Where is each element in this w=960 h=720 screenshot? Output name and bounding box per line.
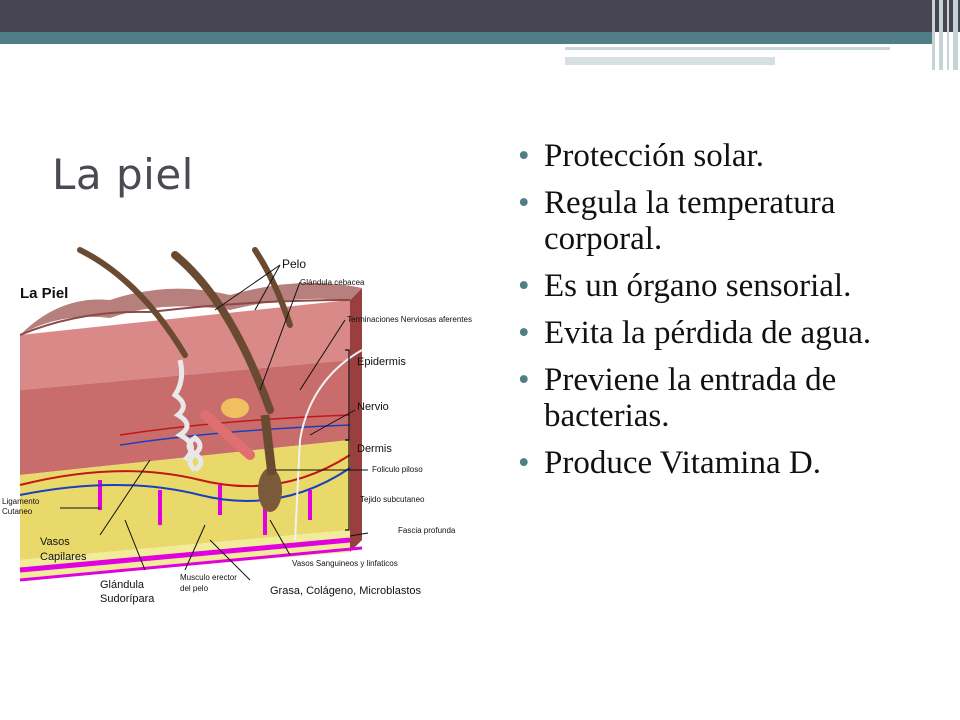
slide-title: La piel	[52, 150, 194, 199]
blood-vessel	[19, 454, 351, 488]
bullet-list: • Protección solar. • Regula la temperatur…	[518, 138, 948, 492]
bullet-icon: •	[518, 315, 530, 351]
bullet-icon: •	[518, 445, 530, 481]
label-ligamento: Ligamento	[2, 497, 40, 506]
label-pelo: Pelo	[282, 257, 306, 271]
fascia-line	[19, 537, 351, 573]
nerve	[294, 349, 363, 541]
vessel-stubs	[98, 480, 312, 535]
label-glandula-sudoripara: Glándula	[100, 579, 145, 591]
fascia-line	[19, 546, 363, 582]
label-vasos-capilares: Capilares	[40, 551, 87, 563]
label-glandula-cebacea: Glándula cebacea	[300, 278, 365, 287]
sebaceous-gland	[221, 398, 249, 418]
blood-vessel	[119, 414, 351, 436]
bullet-icon: •	[518, 362, 530, 398]
bullet-text: Evita la pérdida de agua.	[544, 315, 872, 351]
bullet-text: Produce Vitamina D.	[544, 445, 821, 481]
decorative-stripe	[932, 0, 935, 70]
label-vasos-sanguineos: Vasos Sanguineos y linfaticos	[292, 559, 398, 568]
bullet-text: Protección solar.	[544, 138, 764, 174]
bullet-item: • Evita la pérdida de agua.	[518, 315, 948, 351]
bullet-icon: •	[518, 268, 530, 304]
block-side	[350, 288, 362, 552]
label-musculo: Musculo erector	[180, 573, 237, 582]
label-tejido: Tejido subcutaneo	[360, 495, 425, 504]
erector-muscle	[200, 410, 255, 460]
decorative-stripe	[953, 0, 958, 70]
bullet-text: Previene la entrada de bacterias.	[544, 362, 837, 434]
leader-lines	[60, 264, 369, 581]
hair	[171, 251, 274, 414]
hair	[77, 247, 188, 358]
header-bar	[0, 0, 960, 32]
bullet-item: • Regula la temperatura corporal.	[518, 185, 948, 257]
label-fascia: Fascia profunda	[398, 526, 456, 535]
decorative-stripe	[939, 0, 943, 70]
label-vasos-capilares: Vasos	[40, 536, 70, 548]
label-ligamento: Cutaneo	[2, 507, 33, 516]
label-terminaciones: Terminaciones Nerviosas aferentes	[347, 315, 472, 324]
label-musculo: del pelo	[180, 584, 209, 593]
bullet-text: Es un órgano sensorial.	[544, 268, 852, 304]
diagram-heading: La Piel	[20, 285, 68, 302]
hair-follicle	[258, 468, 282, 512]
decorative-line	[565, 57, 775, 65]
accent-band	[0, 32, 935, 44]
bullet-icon: •	[518, 185, 530, 221]
label-grasa: Grasa, Colágeno, Microblastos	[270, 585, 422, 597]
decorative-line	[565, 47, 890, 50]
bullet-icon: •	[518, 138, 530, 174]
sweat-gland-coil	[186, 434, 204, 473]
hair-root	[260, 414, 277, 476]
bullet-item: • Produce Vitamina D.	[518, 445, 948, 481]
label-nervio: Nervio	[357, 401, 389, 413]
decorative-stripe	[947, 0, 949, 70]
bullet-item: • Previene la entrada de bacterias.	[518, 362, 948, 434]
label-foliculo: Foliculo piloso	[372, 465, 423, 474]
skin-diagram: La Piel Pelo Glándula cebacea Terminacio…	[2, 247, 472, 605]
dermis-bracket	[345, 439, 350, 531]
bullet-item: • Es un órgano sensorial.	[518, 268, 948, 304]
bullet-item: • Protección solar.	[518, 138, 948, 174]
bullet-text: Regula la temperatura corporal.	[544, 185, 836, 257]
blood-vessel	[19, 467, 351, 502]
label-glandula-sudoripara: Sudorípara	[100, 593, 155, 605]
label-epidermis: Epidermis	[357, 356, 406, 368]
label-dermis: Dermis	[357, 443, 392, 455]
